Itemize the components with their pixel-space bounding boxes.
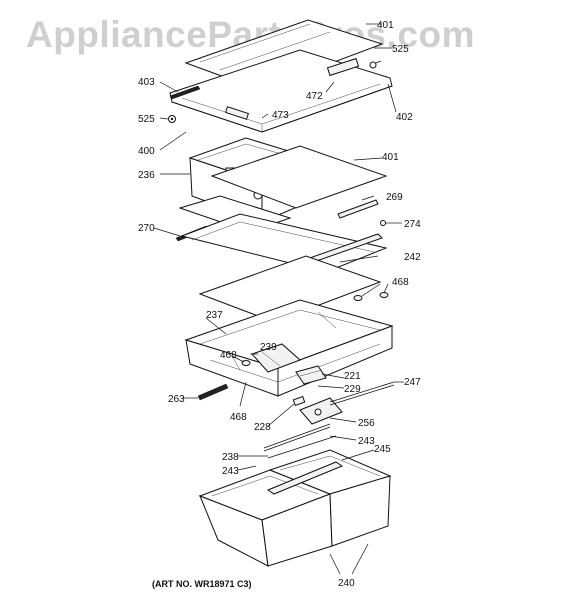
- crisper-drawer-right: [268, 449, 392, 547]
- label-247: 247: [404, 377, 421, 388]
- label-238: 238: [222, 452, 239, 463]
- label-473: 473: [272, 110, 289, 121]
- label-472: 472: [306, 91, 323, 102]
- shelf-frame: [169, 49, 393, 133]
- label-229: 229: [344, 384, 361, 395]
- label-243-left: 243: [222, 466, 239, 477]
- label-236: 236: [138, 170, 155, 181]
- rod-247: [329, 381, 395, 406]
- control-256: [299, 397, 343, 425]
- leader-lines: [153, 23, 404, 575]
- label-240: 240: [338, 578, 355, 589]
- label-239: 239: [260, 342, 277, 353]
- label-274: 274: [404, 219, 421, 230]
- art-number: (ART NO. WR18971 C3): [152, 579, 252, 589]
- part-228: [292, 395, 306, 407]
- rail-238: [267, 435, 337, 459]
- label-221: 221: [344, 371, 361, 382]
- rail-243: [263, 423, 331, 452]
- clip-468-right: [353, 292, 389, 301]
- label-525-left: 525: [138, 114, 155, 125]
- bracket-221: [295, 365, 327, 385]
- label-400: 400: [138, 146, 155, 157]
- label-403: 403: [138, 77, 155, 88]
- rail-263: [197, 383, 229, 401]
- label-468-left: 468: [220, 350, 237, 361]
- part-labels: 401 525 403 472 473 402 525 400 401 236 …: [138, 20, 421, 589]
- label-256: 256: [358, 418, 375, 429]
- label-402: 402: [396, 112, 413, 123]
- side-rail-403: [169, 85, 201, 100]
- label-245: 245: [374, 444, 391, 455]
- label-228: 228: [254, 422, 271, 433]
- crisper-glass-242: [198, 255, 382, 323]
- divider-239: [251, 343, 301, 373]
- label-401-middle: 401: [382, 152, 399, 163]
- glass-shelf-middle: [210, 145, 388, 209]
- label-242: 242: [404, 252, 421, 263]
- screw-525-left: [168, 115, 176, 123]
- rail-right-269: [337, 199, 379, 219]
- clip-274: [380, 220, 386, 226]
- label-269: 269: [386, 192, 403, 203]
- label-237: 237: [206, 310, 223, 321]
- label-243-right: 243: [358, 436, 375, 447]
- label-401-top: 401: [377, 20, 394, 31]
- label-525-top: 525: [392, 44, 409, 55]
- label-263: 263: [168, 394, 185, 405]
- screw-525-top: [369, 60, 382, 69]
- label-468-bottom: 468: [230, 412, 247, 423]
- divider-245: [266, 461, 344, 495]
- label-468-right: 468: [392, 277, 409, 288]
- label-270: 270: [138, 223, 155, 234]
